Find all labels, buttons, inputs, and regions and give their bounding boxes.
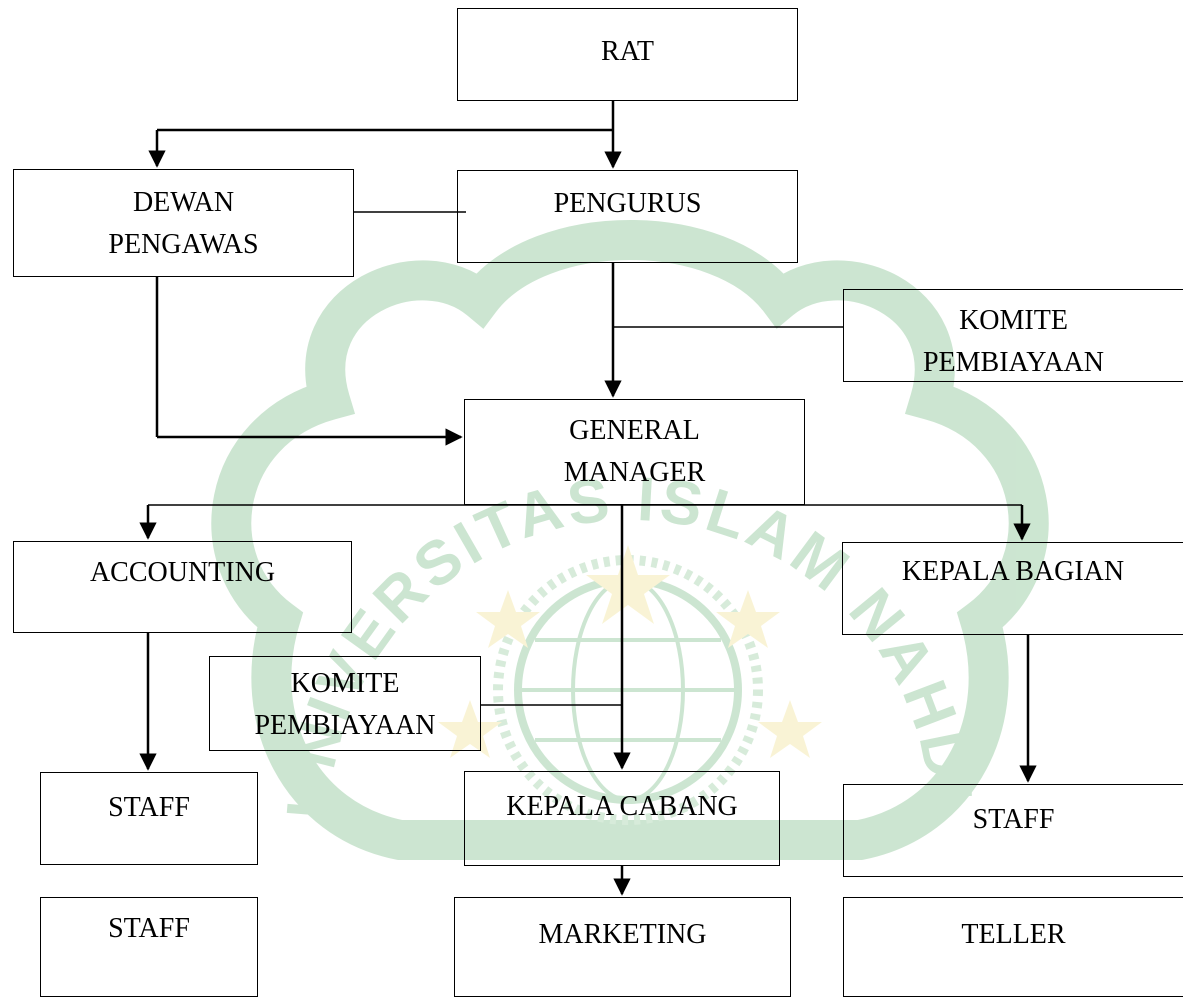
watermark-shield-shape — [211, 220, 1049, 860]
box-kepala-cabang-label: KEPALA CABANG — [506, 791, 738, 822]
box-pengurus[interactable]: PENGURUS — [457, 170, 798, 263]
box-general-manager[interactable]: GENERAL MANAGER — [464, 399, 805, 505]
box-komite-mid-label-line1: KOMITE — [290, 668, 400, 699]
box-staff-right-label: STAFF — [972, 804, 1055, 835]
box-staff-left-1-label: STAFF — [108, 792, 190, 823]
box-staff-left-1[interactable]: STAFF — [40, 772, 258, 865]
box-marketing[interactable]: MARKETING — [454, 897, 791, 997]
box-komite-pembiayaan-mid[interactable]: KOMITE PEMBIAYAAN — [209, 656, 481, 751]
box-staff-right[interactable]: STAFF — [843, 784, 1183, 877]
box-staff-left-2[interactable]: STAFF — [40, 897, 258, 997]
box-accounting-label: ACCOUNTING — [89, 557, 276, 588]
watermark-star — [586, 545, 670, 624]
box-dewan-pengawas-label-line1: DEWAN — [132, 187, 235, 218]
box-komite-top-label-line2: PEMBIAYAAN — [922, 347, 1104, 378]
box-kepala-bagian[interactable]: KEPALA BAGIAN — [842, 542, 1183, 635]
box-general-manager-label-line2: MANAGER — [563, 457, 706, 488]
box-accounting[interactable]: ACCOUNTING — [13, 541, 352, 633]
box-dewan-pengawas-label-line2: PENGAWAS — [108, 229, 259, 260]
box-rat[interactable]: RAT — [457, 8, 798, 101]
box-teller-label: TELLER — [961, 919, 1066, 950]
box-komite-pembiayaan-top[interactable]: KOMITE PEMBIAYAAN — [843, 289, 1183, 382]
box-kepala-cabang[interactable]: KEPALA CABANG — [464, 771, 780, 866]
box-komite-top-label-line1: KOMITE — [959, 305, 1068, 336]
box-komite-mid-label-line2: PEMBIAYAAN — [254, 710, 436, 741]
box-rat-label: RAT — [601, 36, 654, 67]
box-general-manager-label-line1: GENERAL — [569, 415, 700, 446]
box-pengurus-label: PENGURUS — [553, 188, 702, 219]
box-kepala-bagian-label: KEPALA BAGIAN — [901, 556, 1125, 587]
box-marketing-label: MARKETING — [538, 919, 707, 950]
watermark-globe — [514, 576, 742, 804]
box-dewan-pengawas[interactable]: DEWAN PENGAWAS — [13, 169, 354, 277]
box-staff-left-2-label: STAFF — [108, 913, 190, 944]
box-teller[interactable]: TELLER — [843, 897, 1183, 997]
